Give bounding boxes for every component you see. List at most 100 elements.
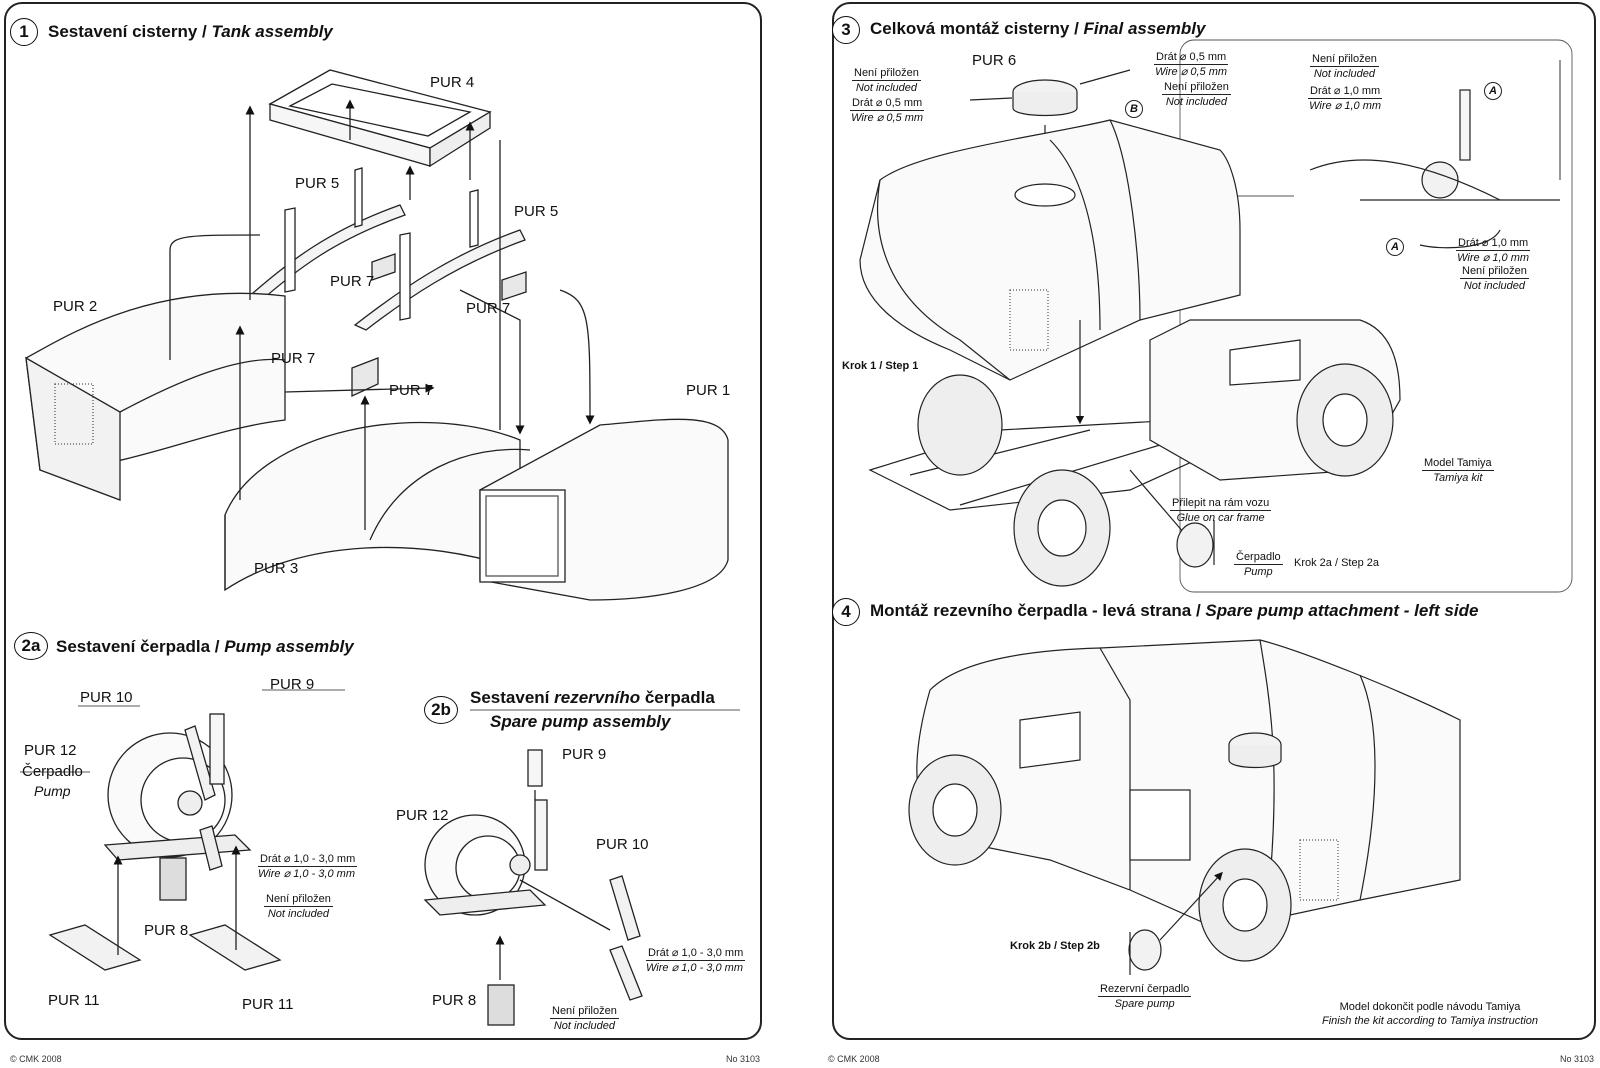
not-included-en: Not included <box>855 82 917 94</box>
part-label-pur5: PUR 5 <box>514 203 559 220</box>
pump-label-en: Pump <box>34 783 71 799</box>
spare-pump-cz: Rezervní čerpadlo <box>1098 983 1192 997</box>
wire-note-en: Wire ⌀ 0,5 mm <box>851 112 924 124</box>
final-assembly-drawing <box>859 39 1573 975</box>
step-2b-label: Krok 2b / Step 2b <box>1010 940 1100 952</box>
section-2b-title-en: Spare pump assembly <box>490 712 671 731</box>
part-label-pur7: PUR 7 <box>389 382 434 399</box>
not-included-cz: Není přiložen <box>1310 53 1379 67</box>
part-label-pur12: PUR 12 <box>24 742 77 759</box>
callout-b-icon: B <box>1125 100 1143 118</box>
pump-note-en: Pump <box>1243 566 1273 578</box>
instruction-page-right: 3 Celková montáž cisterny / Final assemb… <box>800 0 1600 1068</box>
section-2a-number: 2a <box>14 632 48 660</box>
catalog-number-footer: No 3103 <box>1560 1054 1595 1064</box>
copyright-footer: © CMK 2008 <box>10 1054 62 1064</box>
wire-note-cz: Drát ⌀ 1,0 mm <box>1308 85 1383 99</box>
not-included-cz: Není přiložen <box>1162 81 1231 95</box>
step-1-label: Krok 1 / Step 1 <box>842 360 919 372</box>
part-label-pur10: PUR 10 <box>596 836 649 853</box>
part-label-pur4: PUR 4 <box>430 74 475 91</box>
not-included-en: Not included <box>553 1020 615 1032</box>
step-2a-label: Krok 2a / Step 2a <box>1294 557 1379 569</box>
pump-label-cz: Čerpadlo <box>22 763 83 780</box>
part-label-pur1: PUR 1 <box>686 382 731 399</box>
spare-pump-note: Rezervní čerpadlo Spare pump <box>1098 982 1192 1011</box>
section-3-title-cz: Celková montáž cisterny / <box>870 19 1079 38</box>
finish-kit-en: Finish the kit according to Tamiya instr… <box>1322 1015 1539 1027</box>
not-included-note-2a: Není přiložen Not included <box>264 892 333 921</box>
wire-note-en: Wire ⌀ 1,0 mm <box>1309 100 1382 112</box>
section-3-title: Celková montáž cisterny / Final assembly <box>870 19 1205 39</box>
not-included-note: Není přiložen Not included <box>1162 80 1231 109</box>
wire-note-2a: Drát ⌀ 1,0 - 3,0 mm Wire ⌀ 1,0 - 3,0 mm <box>258 852 358 881</box>
wire-note-cz: Drát ⌀ 1,0 mm <box>1456 237 1531 251</box>
model-tamiya-note: Model Tamiya Tamiya kit <box>1422 456 1494 485</box>
section-1-title-cz: Sestavení cisterny / <box>48 22 207 41</box>
glue-on-frame-note: Přilepit na rám vozu Glue on car frame <box>1170 496 1272 525</box>
section-2a-title: Sestavení čerpadla / Pump assembly <box>56 637 354 657</box>
part-label-pur11: PUR 11 <box>48 992 100 1009</box>
copyright-footer: © CMK 2008 <box>828 1054 880 1064</box>
wire-note-cz: Drát ⌀ 1,0 - 3,0 mm <box>258 853 358 867</box>
callout-a-icon: A <box>1484 82 1502 100</box>
wire-note: Drát ⌀ 1,0 mm Wire ⌀ 1,0 mm <box>1456 236 1531 265</box>
not-included-note-2b: Není přiložen Not included <box>550 1004 619 1033</box>
finish-kit-cz: Model dokončit podle návodu Tamiya <box>1339 1001 1521 1013</box>
wire-note-en: Wire ⌀ 0,5 mm <box>1155 66 1228 78</box>
section-2b-title-cz-b: rezervního <box>554 688 641 707</box>
section-2b-title-cz-a: Sestavení <box>470 688 550 707</box>
glue-note-cz: Přilepit na rám vozu <box>1170 497 1272 511</box>
section-2b-number: 2b <box>424 696 458 724</box>
section-3-title-en: Final assembly <box>1083 19 1206 38</box>
section-4-title-en: Spare pump attachment - left side <box>1205 601 1479 620</box>
pump-note-cz: Čerpadlo <box>1234 551 1283 565</box>
wire-note-cz: Drát ⌀ 0,5 mm <box>850 97 925 111</box>
part-label-pur10: PUR 10 <box>80 689 133 706</box>
model-tamiya-en: Tamiya kit <box>1433 472 1483 484</box>
section-4-title: Montáž rezevního čerpadla - levá strana … <box>870 601 1478 621</box>
not-included-note: Není přiložen Not included <box>1460 264 1529 293</box>
not-included-cz: Není přiložen <box>550 1005 619 1019</box>
part-label-pur8: PUR 8 <box>144 922 189 939</box>
section-1-title-en: Tank assembly <box>211 22 333 41</box>
callout-a-icon: A <box>1386 238 1404 256</box>
section-1-title: Sestavení cisterny / Tank assembly <box>48 22 333 42</box>
spare-pump-en: Spare pump <box>1114 998 1175 1010</box>
part-label-pur5: PUR 5 <box>295 175 340 192</box>
not-included-cz: Není přiložen <box>1460 265 1529 279</box>
wire-note: Drát ⌀ 0,5 mm Wire ⌀ 0,5 mm <box>1154 50 1229 79</box>
not-included-cz: Není přiložen <box>852 67 921 81</box>
not-included-en: Not included <box>1463 280 1525 292</box>
part-label-pur7: PUR 7 <box>330 273 375 290</box>
wire-note-cz: Drát ⌀ 0,5 mm <box>1154 51 1229 65</box>
instruction-page-left: 1 Sestavení cisterny / Tank assembly PUR… <box>4 2 762 1064</box>
not-included-en: Not included <box>1313 68 1375 80</box>
not-included-en: Not included <box>1165 96 1227 108</box>
part-label-pur3: PUR 3 <box>254 560 299 577</box>
finish-kit-note: Model dokončit podle návodu Tamiya Finis… <box>1322 1000 1538 1028</box>
part-label-pur7: PUR 7 <box>271 350 316 367</box>
not-included-note: Není přiložen Not included <box>852 66 921 95</box>
tank-assembly-drawing <box>20 69 740 1026</box>
part-label-pur11: PUR 11 <box>242 996 294 1013</box>
section-2b-title-cz-c: čerpadla <box>644 688 715 707</box>
wire-note: Drát ⌀ 1,0 mm Wire ⌀ 1,0 mm <box>1308 84 1383 113</box>
catalog-number-footer: No 3103 <box>726 1054 761 1064</box>
section-2b-title-cz: Sestavení rezervního čerpadla <box>470 688 715 708</box>
not-included-en: Not included <box>267 908 329 920</box>
wire-note-en: Wire ⌀ 1,0 mm <box>1457 252 1530 264</box>
model-tamiya-cz: Model Tamiya <box>1422 457 1494 471</box>
part-label-pur6: PUR 6 <box>972 52 1017 69</box>
wire-note-2b: Drát ⌀ 1,0 - 3,0 mm Wire ⌀ 1,0 - 3,0 mm <box>646 946 746 975</box>
part-label-pur2: PUR 2 <box>53 298 98 315</box>
wire-note-en: Wire ⌀ 1,0 - 3,0 mm <box>646 962 743 974</box>
glue-note-en: Glue on car frame <box>1176 512 1265 524</box>
part-label-pur8: PUR 8 <box>432 992 477 1009</box>
part-label-pur9: PUR 9 <box>270 676 315 693</box>
section-2a-title-en: Pump assembly <box>224 637 354 656</box>
wire-note-en: Wire ⌀ 1,0 - 3,0 mm <box>258 868 355 880</box>
wire-note-cz: Drát ⌀ 1,0 - 3,0 mm <box>646 947 746 961</box>
section-3-number: 3 <box>832 16 860 44</box>
not-included-note: Není přiložen Not included <box>1310 52 1379 81</box>
